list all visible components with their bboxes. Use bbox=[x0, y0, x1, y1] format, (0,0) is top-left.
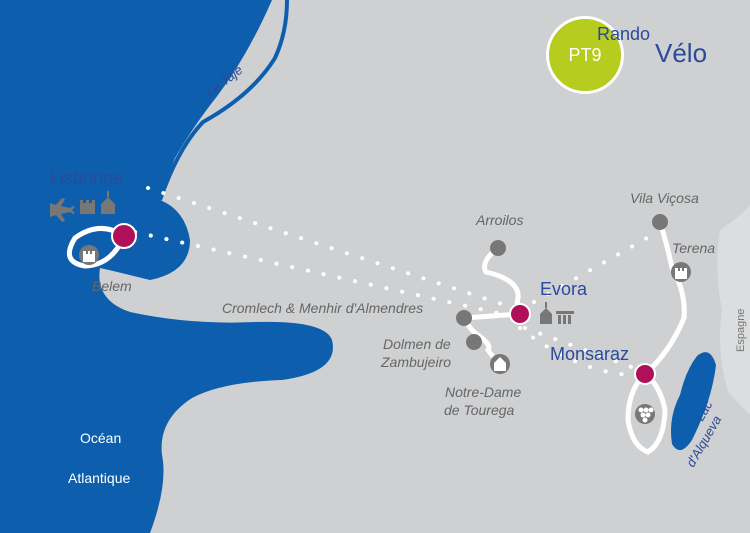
ruins-icon bbox=[556, 311, 574, 324]
brand-rando: Rando bbox=[597, 24, 651, 44]
spain-area bbox=[717, 205, 750, 415]
route-code: PT9 bbox=[568, 45, 602, 65]
atlantic-ocean bbox=[0, 0, 333, 533]
dolmen-label-1: Dolmen de bbox=[383, 336, 451, 352]
arroilos-dot bbox=[490, 240, 506, 256]
notre-dame-label-2: de Tourega bbox=[444, 402, 515, 418]
ocean-label-1: Océan bbox=[80, 430, 122, 446]
monsaraz-label: Monsaraz bbox=[550, 344, 630, 364]
notre-dame-label-1: Notre-Dame bbox=[445, 384, 522, 400]
alqueva-lake bbox=[671, 352, 716, 451]
church-icon bbox=[540, 302, 552, 324]
lisbonne-label: Lisbonne bbox=[50, 168, 124, 188]
monsaraz-stop-marker bbox=[634, 363, 656, 385]
brand-velo: Vélo bbox=[655, 38, 708, 68]
castle-icon bbox=[79, 245, 99, 265]
country-label: Espagne bbox=[735, 308, 747, 352]
church-icon bbox=[101, 191, 115, 214]
belem-label: Belem bbox=[92, 278, 132, 294]
transfer-lines bbox=[133, 186, 649, 378]
route-loops bbox=[66, 219, 687, 455]
church-icon bbox=[490, 354, 510, 374]
dolmen-label-2: Zambujeiro bbox=[381, 354, 452, 370]
castle-icon bbox=[671, 262, 691, 282]
route-code-badge: PT9 bbox=[546, 16, 624, 94]
arroilos-label: Arroilos bbox=[476, 212, 524, 228]
plane-icon bbox=[50, 198, 75, 222]
vila-vicosa-dot bbox=[652, 214, 668, 230]
lisbonne-stop-marker bbox=[111, 223, 137, 249]
cromlech-label: Cromlech & Menhir d'Almendres bbox=[222, 300, 424, 316]
vila-vicosa-label: Vila Viçosa bbox=[630, 190, 699, 206]
evora-label: Evora bbox=[540, 279, 588, 299]
tagus-river bbox=[158, 0, 289, 201]
dolmen-dot bbox=[466, 334, 482, 350]
ocean-label-2: Atlantique bbox=[68, 470, 131, 486]
grapes-icon bbox=[635, 404, 655, 424]
castle-icon bbox=[80, 200, 95, 214]
evora-stop-marker bbox=[509, 303, 531, 325]
cromlech-dot bbox=[456, 310, 472, 326]
terena-label: Terena bbox=[672, 240, 716, 256]
